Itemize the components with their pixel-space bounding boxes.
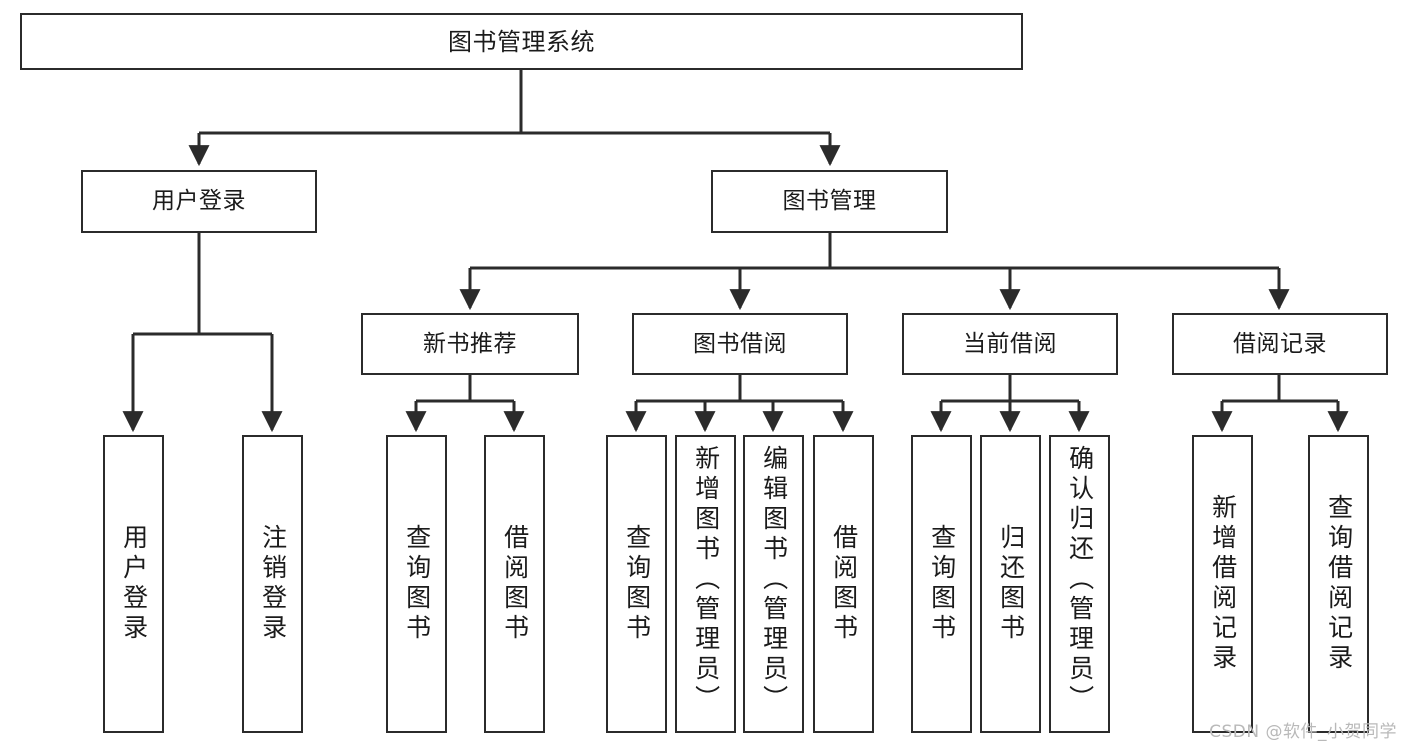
node-root-book-management-system[interactable]: 图书管理系统 bbox=[20, 13, 1023, 70]
node-label: 当前借阅 bbox=[963, 330, 1057, 357]
node-leaf-borrow-book[interactable]: 借阅图书 bbox=[813, 435, 874, 733]
node-leaf-return-book[interactable]: 归还图书 bbox=[980, 435, 1041, 733]
node-label: 图书借阅 bbox=[693, 330, 787, 357]
node-label: 用户登录 bbox=[152, 188, 246, 214]
node-leaf-query-book-recommend[interactable]: 查询图书 bbox=[386, 435, 447, 733]
node-label: 图书管理 bbox=[782, 188, 877, 214]
node-label: 查询图书 bbox=[402, 524, 432, 644]
node-leaf-add-borrow-record[interactable]: 新增借阅记录 bbox=[1192, 435, 1253, 733]
node-label: 归还图书 bbox=[996, 524, 1026, 644]
node-leaf-borrow-book-recommend[interactable]: 借阅图书 bbox=[484, 435, 545, 733]
node-label: 查询借阅记录 bbox=[1324, 494, 1354, 674]
node-label: 确认归还（管理员） bbox=[1065, 445, 1095, 715]
node-leaf-add-book-admin[interactable]: 新增图书（管理员） bbox=[675, 435, 736, 733]
node-leaf-logout[interactable]: 注销登录 bbox=[242, 435, 303, 733]
node-leaf-query-borrow-record[interactable]: 查询借阅记录 bbox=[1308, 435, 1369, 733]
node-book-borrow[interactable]: 图书借阅 bbox=[632, 313, 848, 375]
node-label: 借阅记录 bbox=[1233, 330, 1327, 357]
node-leaf-confirm-return-admin[interactable]: 确认归还（管理员） bbox=[1049, 435, 1110, 733]
node-leaf-user-login[interactable]: 用户登录 bbox=[103, 435, 164, 733]
node-label: 新增图书（管理员） bbox=[691, 445, 721, 715]
csdn-watermark: CSDN @软件_小贺同学 bbox=[1209, 722, 1397, 742]
node-new-book-recommend[interactable]: 新书推荐 bbox=[361, 313, 579, 375]
node-label: 新增借阅记录 bbox=[1208, 494, 1238, 674]
node-label: 查询图书 bbox=[927, 524, 957, 644]
node-book-management[interactable]: 图书管理 bbox=[711, 170, 948, 233]
node-leaf-query-book-borrow[interactable]: 查询图书 bbox=[606, 435, 667, 733]
node-label: 编辑图书（管理员） bbox=[759, 445, 789, 715]
node-label: 图书管理系统 bbox=[448, 27, 595, 56]
node-label: 借阅图书 bbox=[829, 524, 859, 644]
node-current-borrow[interactable]: 当前借阅 bbox=[902, 313, 1118, 375]
node-label: 查询图书 bbox=[622, 524, 652, 644]
node-label: 新书推荐 bbox=[423, 330, 517, 357]
node-leaf-edit-book-admin[interactable]: 编辑图书（管理员） bbox=[743, 435, 804, 733]
node-user-login[interactable]: 用户登录 bbox=[81, 170, 317, 233]
node-label: 用户登录 bbox=[119, 524, 149, 644]
node-leaf-query-book-current[interactable]: 查询图书 bbox=[911, 435, 972, 733]
node-borrow-record[interactable]: 借阅记录 bbox=[1172, 313, 1388, 375]
node-label: 借阅图书 bbox=[500, 524, 530, 644]
node-label: 注销登录 bbox=[258, 524, 288, 644]
